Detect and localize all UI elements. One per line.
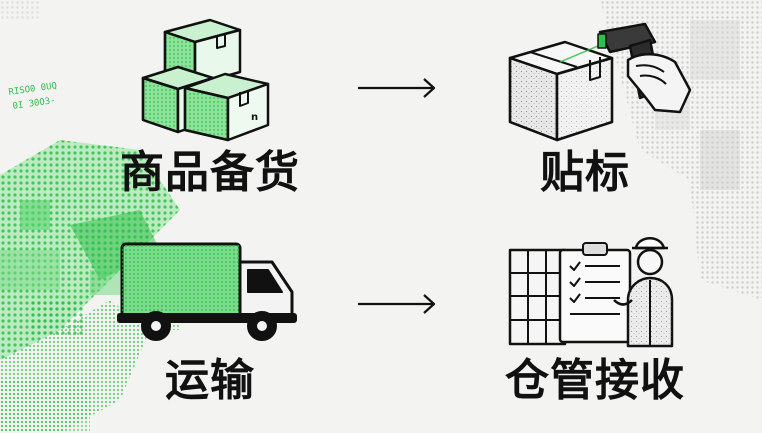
worker-with-clipboard-icon [508, 237, 674, 348]
step-label-stocking: 商品备货 [120, 147, 300, 198]
flow-arrow-top [358, 78, 436, 98]
box-with-barcode-scanner-icon [508, 22, 692, 142]
stacked-boxes-icon: n [141, 18, 270, 142]
flow-arrow-bottom [358, 294, 436, 314]
delivery-truck-icon [117, 242, 297, 341]
green-halftone-background [0, 140, 180, 433]
step-label-shipping: 运输 [165, 355, 255, 406]
step-label-warehouse-receiving: 仓管接收 [505, 355, 685, 406]
step-label-labeling: 贴标 [540, 147, 630, 198]
svg-text:n: n [251, 112, 258, 123]
